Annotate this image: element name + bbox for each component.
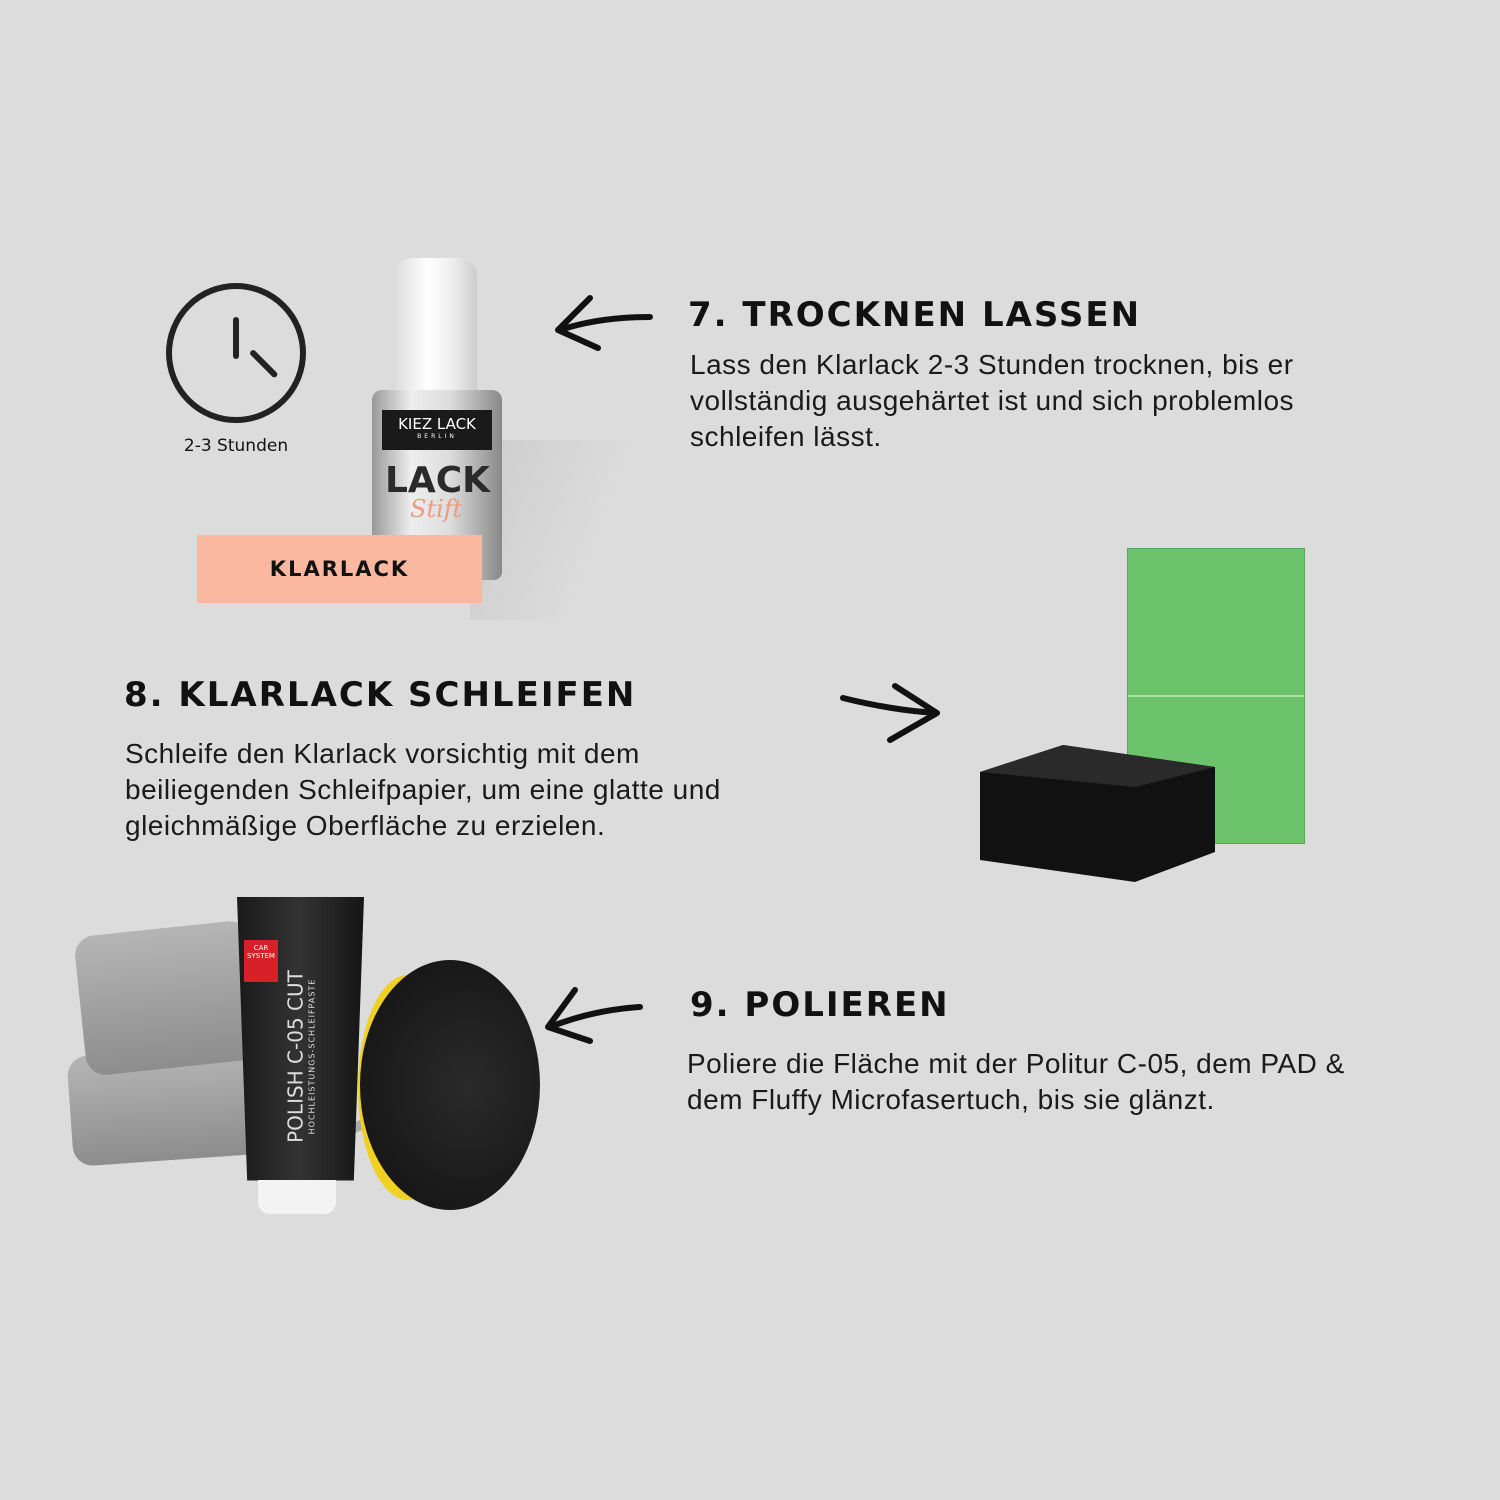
bottle-script: Stift [410, 495, 463, 523]
step-7-text: Lass den Klarlack 2-3 Stunden trocknen, … [690, 349, 1295, 452]
step-8-text: Schleife den Klarlack vorsichtig mit dem… [125, 738, 721, 841]
clock-label: 2-3 Stunden [183, 436, 289, 456]
clock-minute-hand [248, 348, 279, 379]
step-9-text: Poliere die Fläche mit der Politur C-05,… [687, 1048, 1345, 1115]
step-7-title: 7. TROCKNEN LASSEN [688, 295, 1142, 335]
arrow-left-icon [545, 987, 643, 1044]
sanding-block [980, 745, 1215, 882]
microfiber-towel-top [73, 919, 262, 1077]
clock-icon [166, 283, 306, 423]
tube-cap [258, 1180, 336, 1214]
klarlack-badge: KLARLACK [197, 535, 482, 603]
tube-sub: HOCHLEISTUNGS-SCHLEIFPASTE [307, 978, 317, 1135]
step-9-title: 9. POLIEREN [690, 985, 950, 1025]
arrow-right-icon [840, 683, 940, 743]
bottle-cap [395, 258, 477, 393]
clock-hour-hand [233, 317, 239, 359]
brand-sub: BERLIN [417, 433, 457, 440]
brand-text: KIEZ LACK [398, 415, 476, 433]
arrow-left-icon [555, 295, 653, 351]
car-system-logo: CAR SYSTEM [244, 940, 278, 982]
bottle-name: LACK [384, 460, 491, 501]
step-8-title: 8. KLARLACK SCHLEIFEN [124, 675, 637, 715]
tube-name: POLISH C-05 CUT [283, 970, 308, 1143]
polishing-pad [360, 960, 540, 1210]
